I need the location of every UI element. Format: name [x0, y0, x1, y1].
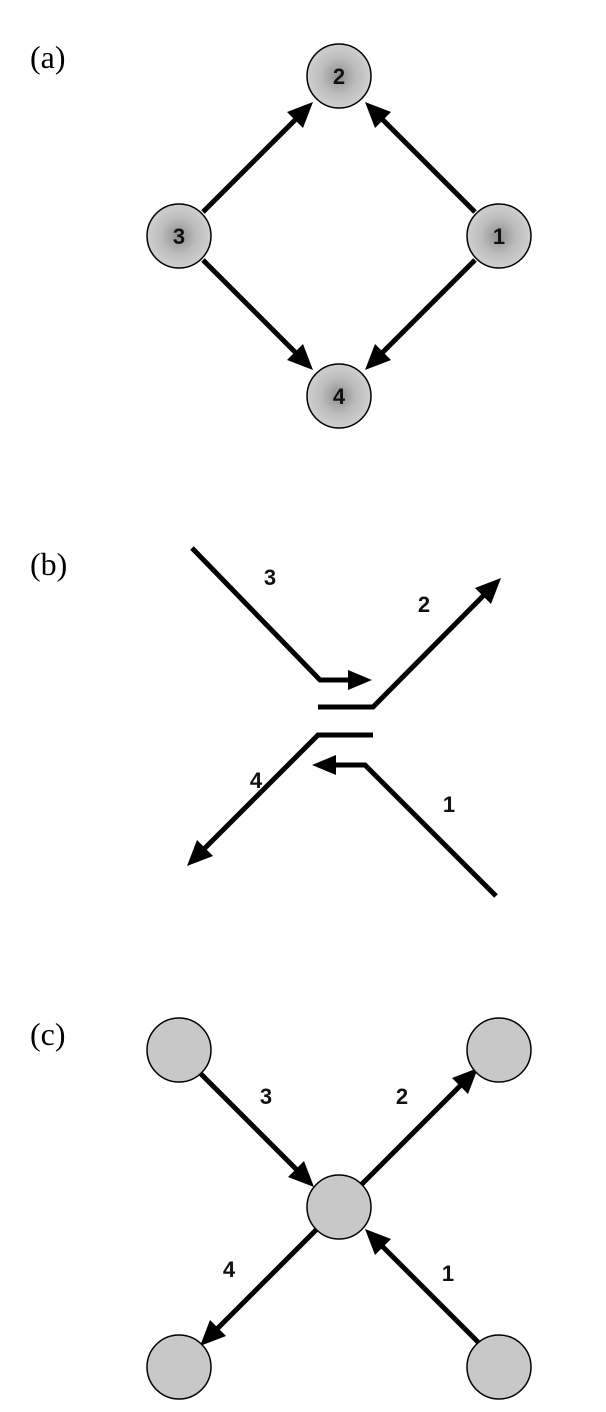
edge-1: [332, 762, 498, 898]
arrowhead-edge-2: [475, 578, 501, 604]
node-top-right: [466, 1017, 532, 1083]
edge-3-to-2: [201, 115, 300, 214]
node-3-label: 3: [173, 224, 185, 249]
arrowhead-edge-4: [187, 840, 213, 866]
arrowhead-edge-4: [200, 1320, 226, 1346]
edge-4: [214, 1228, 318, 1332]
edge-2-label: 2: [418, 592, 430, 617]
arrowhead-1-to-2: [365, 102, 391, 128]
edge-1-label: 1: [442, 1261, 454, 1286]
node-2-label: 2: [333, 64, 345, 89]
edge-4: [201, 732, 373, 852]
edge-2: [318, 592, 487, 710]
edge-2-label: 2: [396, 1084, 408, 1109]
edge-3-to-4: [201, 258, 300, 357]
edge-3-label: 3: [260, 1084, 272, 1109]
edge-1-to-2: [378, 115, 477, 214]
node-top-left: [146, 1017, 212, 1083]
edge-4-label: 4: [250, 768, 263, 793]
arrowhead-edge-1: [312, 755, 336, 775]
panel-c-label: (c): [30, 1016, 66, 1052]
node-2: [306, 43, 372, 109]
arrowhead-1-to-4: [365, 344, 391, 370]
node-center: [306, 1174, 372, 1240]
edge-3: [199, 1072, 301, 1174]
panel-a: (a) 2 3 1 4: [30, 39, 532, 429]
edge-3: [190, 546, 354, 683]
panel-a-label: (a): [30, 39, 66, 75]
arrowhead-edge-1: [365, 1229, 391, 1255]
node-4: [306, 363, 372, 429]
node-1: [466, 203, 532, 269]
arrowhead-edge-2: [452, 1068, 478, 1094]
node-3: [146, 203, 212, 269]
node-bottom-left: [146, 1334, 212, 1400]
panel-b: (b) 3 2 4 1: [30, 546, 501, 898]
edge-1-label: 1: [443, 792, 455, 817]
edge-1-to-4: [378, 258, 477, 357]
edge-2: [359, 1082, 464, 1187]
panel-b-label: (b): [30, 546, 67, 582]
arrowhead-3-to-2: [287, 102, 313, 128]
arrowhead-edge-3: [348, 670, 372, 690]
node-bottom-right: [466, 1334, 532, 1400]
node-4-label: 4: [333, 384, 346, 409]
edge-4-label: 4: [223, 1257, 236, 1282]
panel-c: (c) 3 2 4 1: [30, 1016, 532, 1400]
arrowhead-3-to-4: [287, 344, 313, 370]
edge-3-label: 3: [264, 565, 276, 590]
arrowhead-edge-3: [288, 1161, 314, 1187]
edge-1: [378, 1242, 480, 1344]
node-1-label: 1: [493, 224, 505, 249]
